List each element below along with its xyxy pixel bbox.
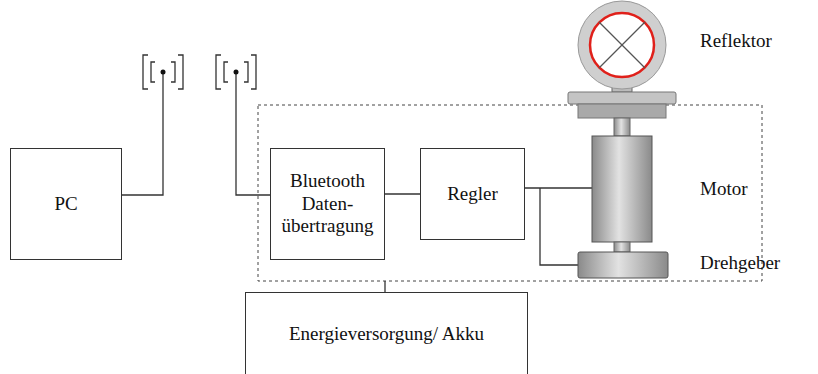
node-text: PC <box>54 193 77 216</box>
reflector <box>578 1 666 89</box>
housing-outline <box>258 105 762 281</box>
antenna-dot <box>161 70 166 75</box>
motor-shaft <box>614 118 630 136</box>
wire <box>236 72 270 195</box>
connector <box>385 194 420 195</box>
antenna-symbol <box>216 55 256 89</box>
encoder-disc <box>578 252 668 278</box>
wire <box>384 281 385 292</box>
bluetooth-box: Bluetooth Daten- übertragung <box>270 148 385 260</box>
controller-box: Regler <box>420 148 525 240</box>
wire <box>122 72 163 195</box>
part-name: Motor <box>700 178 748 201</box>
power-box: Energieversorgung/ Akku <box>245 292 528 374</box>
lamp-cross <box>599 22 645 68</box>
antenna-symbol <box>143 55 183 89</box>
computer-box: PC <box>10 148 122 260</box>
wire <box>540 188 578 265</box>
motor-shaft <box>614 242 630 252</box>
node-text: Regler <box>447 183 498 206</box>
wire <box>525 187 592 188</box>
reflector-mount <box>578 104 666 118</box>
node-text: Bluetooth Daten- übertragung <box>279 170 376 238</box>
connector-line <box>385 193 420 194</box>
part-name: Reflektor <box>700 30 772 53</box>
reflector-lamp <box>590 13 654 77</box>
lamp-cross <box>599 22 645 68</box>
node-text: Energieversorgung/ Akku <box>289 323 484 346</box>
part-name: Drehgeber <box>700 252 780 275</box>
reflector-base <box>568 92 676 104</box>
motor-body <box>592 136 652 242</box>
antenna-dot <box>234 70 239 75</box>
